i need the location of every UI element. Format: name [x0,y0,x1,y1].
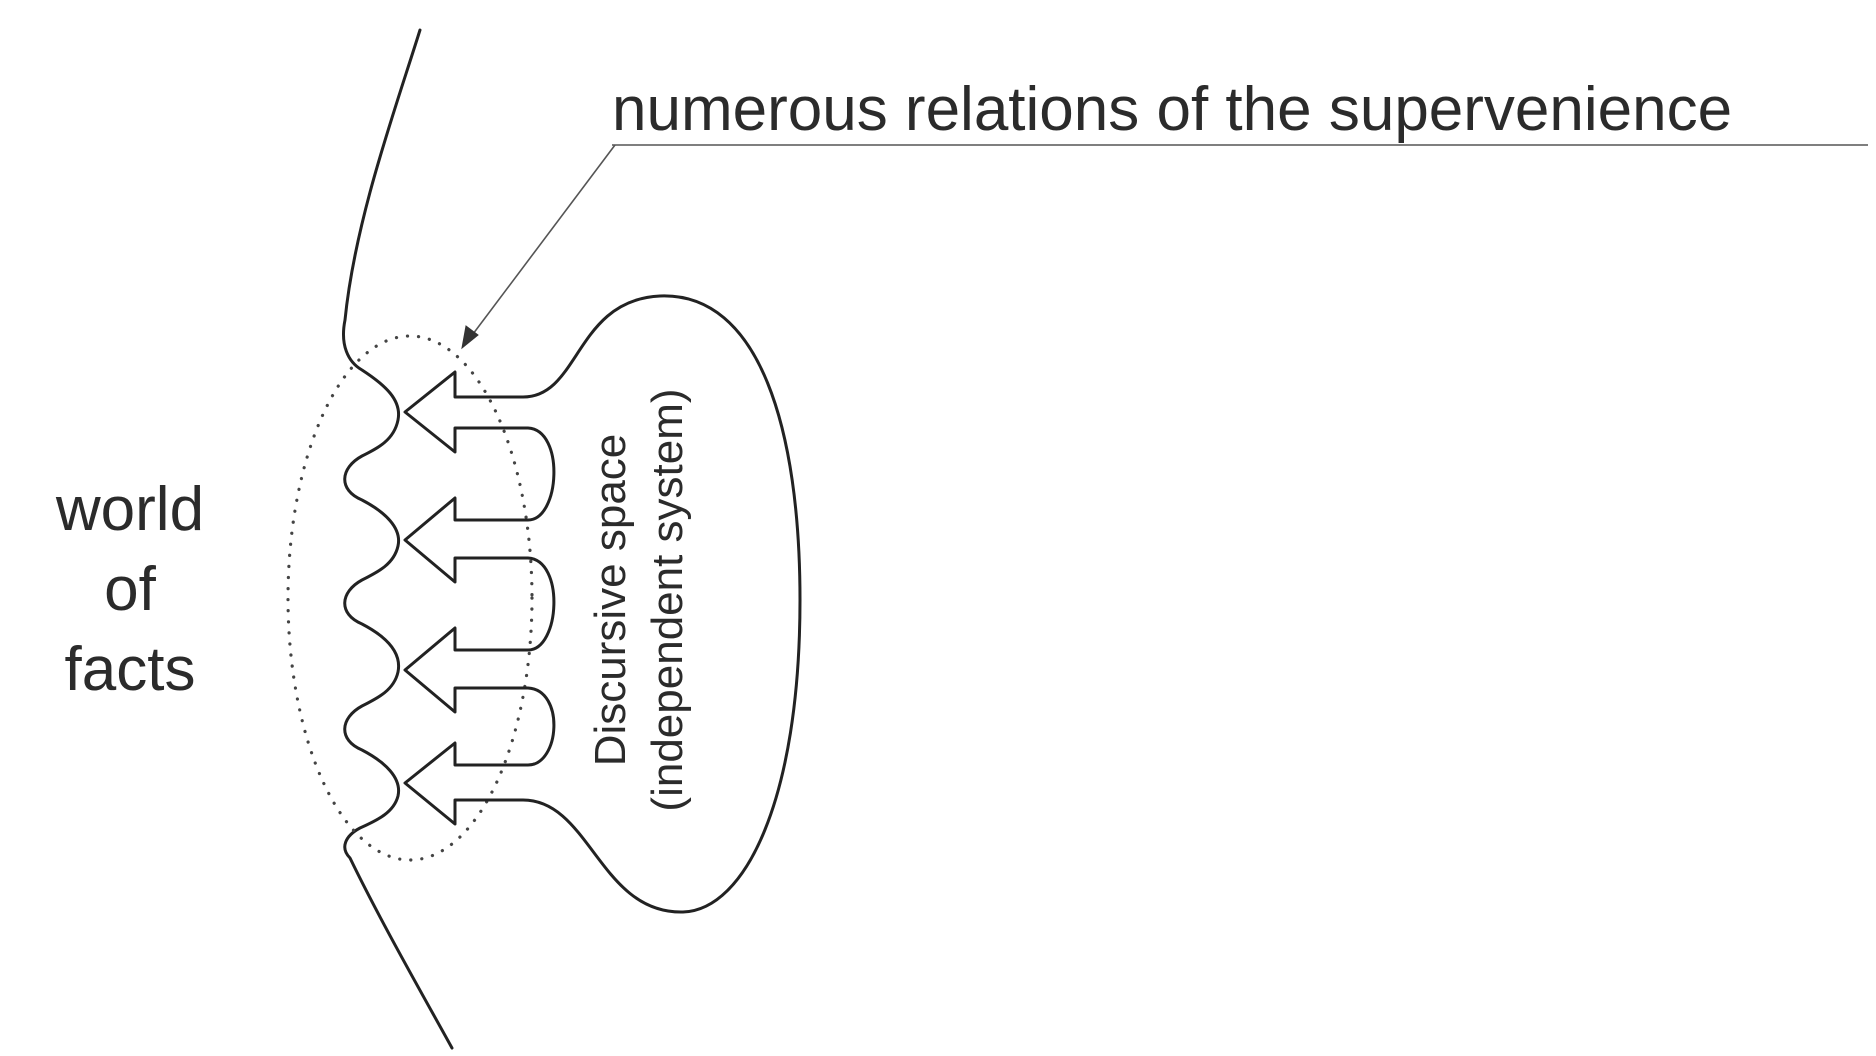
supervenience-label: numerous relations of the supervenience [612,75,1732,144]
world-label-line-2: of [104,555,156,624]
world-label-line-3: facts [65,635,196,704]
world-of-facts-boundary [342,28,454,1050]
leader-arrowhead [461,325,479,350]
relations-dotted-ellipse [286,334,534,862]
discursive-label-line-1: Discursive space [586,434,635,767]
leader-line [469,144,616,339]
world-of-facts-label: world of facts [55,475,204,704]
world-label-line-1: world [55,475,204,544]
discursive-label-line-2: (independent system) [643,388,692,811]
discursive-space-outline [403,294,802,914]
discursive-space-label: Discursive space (independent system) [586,388,692,811]
